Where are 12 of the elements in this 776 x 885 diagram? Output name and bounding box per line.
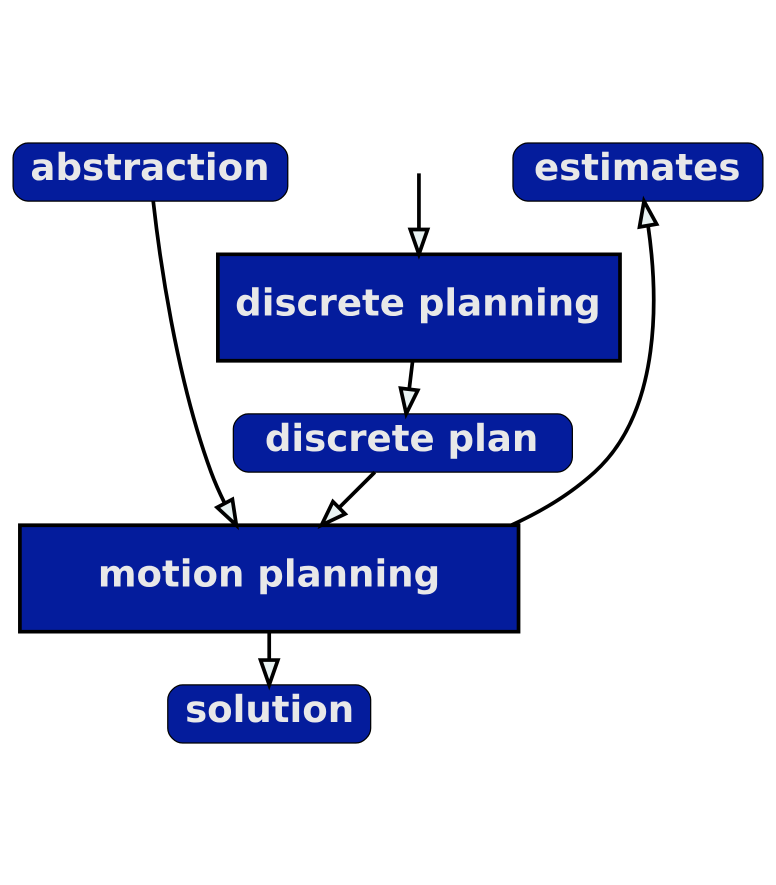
node-box: discrete plan xyxy=(232,412,573,472)
arrow xyxy=(510,195,660,526)
arrow xyxy=(398,360,421,419)
arrow xyxy=(408,172,430,260)
node-box: discrete planning xyxy=(216,252,622,362)
arrow xyxy=(258,631,280,690)
node-box: abstraction xyxy=(12,142,288,202)
node-box: motion planning xyxy=(18,522,520,634)
node-box: estimates xyxy=(512,142,764,202)
arrow xyxy=(151,200,239,530)
arrow xyxy=(318,470,376,529)
node-box: solution xyxy=(167,684,372,744)
